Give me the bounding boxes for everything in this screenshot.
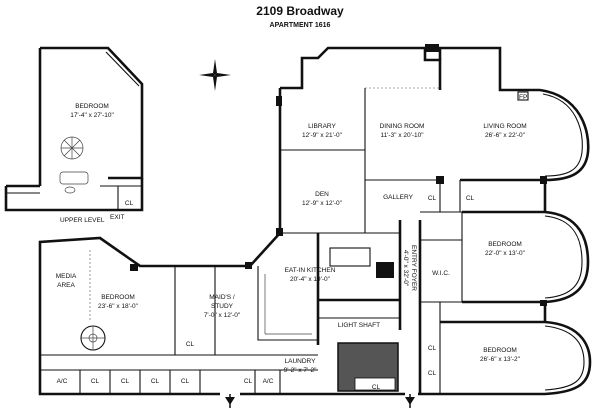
ac-label: A/C (263, 378, 274, 385)
den-dims: 12'-9" x 12'-0" (302, 200, 343, 207)
bathtub-icon (59, 171, 89, 185)
foyer-dims: 4'-0" x 32'-0" (402, 250, 409, 287)
closet-label: CL (186, 341, 195, 348)
main-level-walls (38, 46, 592, 396)
closet-label: CL (244, 378, 253, 385)
interior-walls (40, 87, 529, 394)
light-shaft-name: LIGHT SHAFT (338, 322, 380, 329)
compass-icon (199, 59, 231, 91)
bedroom-bottom-dims: 26'-6" x 13'-2" (480, 356, 521, 363)
upper-bedroom-dims: 17'-4" x 27'-10" (70, 112, 114, 119)
closet-label: CL (151, 378, 160, 385)
plan-title: 2109 Broadway (256, 4, 344, 18)
kitchen-name: EAT-IN KITCHEN (285, 267, 336, 274)
bedroom-bottom-name: BEDROOM (483, 347, 517, 354)
kitchen-dims: 20'-4" x 19'-0" (290, 276, 331, 283)
fireplace-label: FP (519, 94, 527, 101)
upper-level-label: UPPER LEVEL (60, 217, 105, 224)
closet-label: CL (91, 378, 100, 385)
plan-subtitle: APARTMENT 1616 (270, 22, 331, 29)
living-name: LIVING ROOM (483, 123, 526, 130)
gallery-name: GALLERY (383, 194, 414, 201)
closet-label: CL (428, 345, 437, 352)
upper-closet-label: CL (125, 200, 134, 207)
laundry-dims: 9'-2" x 7'-2" (284, 367, 317, 374)
closet-label: CL (121, 378, 130, 385)
maids-name: MAID'S / (209, 294, 235, 301)
den-name: DEN (315, 191, 329, 198)
upper-bedroom-name: BEDROOM (75, 103, 109, 110)
ac-label: A/C (57, 378, 68, 385)
exit-label: EXIT (110, 214, 124, 221)
library-name: LIBRARY (308, 123, 336, 130)
bedroom-left-name: BEDROOM (101, 294, 135, 301)
dining-dims: 11'-3" x 20'-10" (380, 132, 424, 139)
dining-name: DINING ROOM (380, 123, 425, 130)
closet-label: CL (382, 268, 391, 275)
upper-level-plan (4, 46, 144, 212)
library-dims: 12'-9" x 21'-0" (302, 132, 343, 139)
bedroom-mid-name: BEDROOM (488, 241, 522, 248)
closet-label: CL (428, 195, 437, 202)
media-area-line2: AREA (57, 282, 75, 289)
closet-label: CL (372, 384, 381, 391)
structural-columns (130, 44, 547, 306)
media-area-line1: MEDIA (56, 273, 77, 280)
entry-arrow-icon (405, 394, 415, 408)
sink-icon (64, 186, 76, 194)
living-dims: 26'-6" x 22'-0" (485, 132, 526, 139)
maids-dims: 7'-0" x 12'-0" (204, 312, 241, 319)
wic-name: W.I.C. (432, 270, 450, 277)
service-entry-arrow-icon (225, 394, 235, 408)
bedroom-left-dims: 23'-6" x 18'-0" (98, 303, 139, 310)
kitchen-island (329, 247, 371, 267)
closet-label: CL (466, 195, 475, 202)
closet-label: CL (428, 370, 437, 377)
closet-label: CL (181, 378, 190, 385)
maids-study: STUDY (211, 303, 234, 310)
foyer-name: ENTRY FOYER (410, 245, 417, 291)
bedroom-mid-dims: 22'-0" x 13'-0" (485, 250, 526, 257)
laundry-name: LAUNDRY (285, 358, 317, 365)
